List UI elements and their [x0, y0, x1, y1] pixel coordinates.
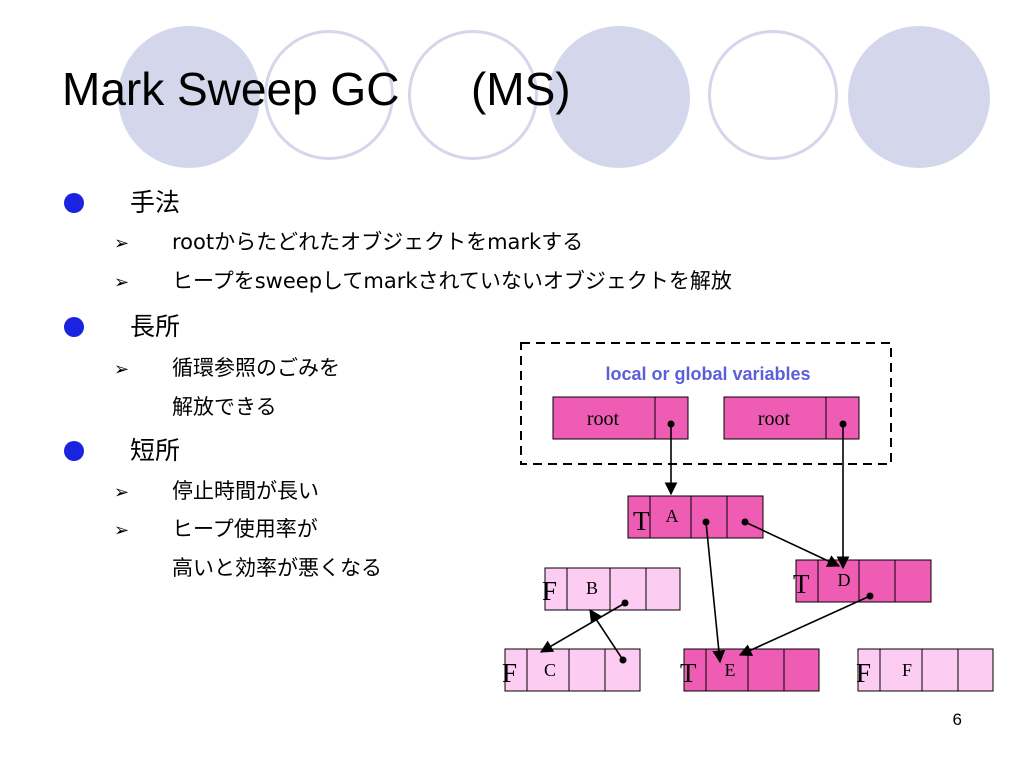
arrow-bullet-icon: ➢	[114, 482, 130, 503]
variables-label: local or global variables	[605, 364, 810, 384]
bullet-dot	[64, 193, 84, 213]
pointer-arrows	[539, 424, 871, 664]
deco-ring	[264, 30, 394, 160]
arrow-bullet-icon: ➢	[114, 359, 130, 380]
object-name: F	[902, 660, 912, 680]
mark-bit: F	[502, 658, 517, 688]
heap-object-a: T A	[627, 495, 764, 539]
object-name: C	[544, 660, 556, 680]
method-item-2: ヒープをsweepしてmarkされていないオブジェクトを解放	[172, 269, 732, 293]
object-name: B	[586, 578, 598, 598]
method-item-1: rootからたどれたオブジェクトをmarkする	[172, 230, 584, 254]
deco-circle	[848, 26, 990, 168]
mark-bit: F	[542, 576, 557, 606]
root-variable-1: root	[552, 396, 689, 440]
heap-object-f: F F	[856, 648, 994, 692]
section-heading-disadvantage: 短所	[130, 436, 181, 465]
heap-object-c: F C	[502, 648, 641, 692]
heap-object-b: F B	[542, 567, 681, 611]
heap-object-e: T E	[680, 648, 820, 692]
root-label: root	[758, 408, 791, 430]
arrow-bullet-icon: ➢	[114, 520, 130, 541]
mark-bit: F	[856, 658, 871, 688]
deco-ring	[708, 30, 838, 160]
section-heading-advantage: 長所	[130, 312, 181, 341]
deco-ring	[408, 30, 538, 160]
object-name: A	[666, 506, 679, 526]
mark-bit: T	[680, 658, 697, 688]
pointer-dots	[619, 420, 874, 664]
slide-title: Mark Sweep GC (MS)	[62, 63, 571, 115]
bullet-dot	[64, 441, 84, 461]
heap-object-d: T D	[793, 559, 932, 603]
arrow-bullet-icon: ➢	[114, 272, 130, 293]
advantage-item-1: 循環参照のごみを	[172, 356, 340, 380]
object-name: E	[725, 660, 736, 680]
advantage-item-1-cont: 解放できる	[172, 395, 277, 419]
root-variable-2: root	[723, 396, 860, 440]
variables-box	[520, 342, 892, 465]
disadvantage-item-2-cont: 高いと効率が悪くなる	[172, 556, 382, 580]
arrow-bullet-icon: ➢	[114, 233, 130, 254]
bullet-dot	[64, 317, 84, 337]
section-heading-method: 手法	[130, 188, 181, 217]
page-number: 6	[952, 710, 962, 729]
mark-bit: T	[793, 569, 810, 599]
root-label: root	[587, 408, 620, 430]
deco-circle	[118, 26, 260, 168]
object-name: D	[838, 570, 851, 590]
mark-bit: T	[633, 506, 650, 536]
disadvantage-item-2: ヒープ使用率が	[172, 517, 318, 541]
deco-circle	[548, 26, 690, 168]
disadvantage-item-1: 停止時間が長い	[172, 479, 319, 503]
